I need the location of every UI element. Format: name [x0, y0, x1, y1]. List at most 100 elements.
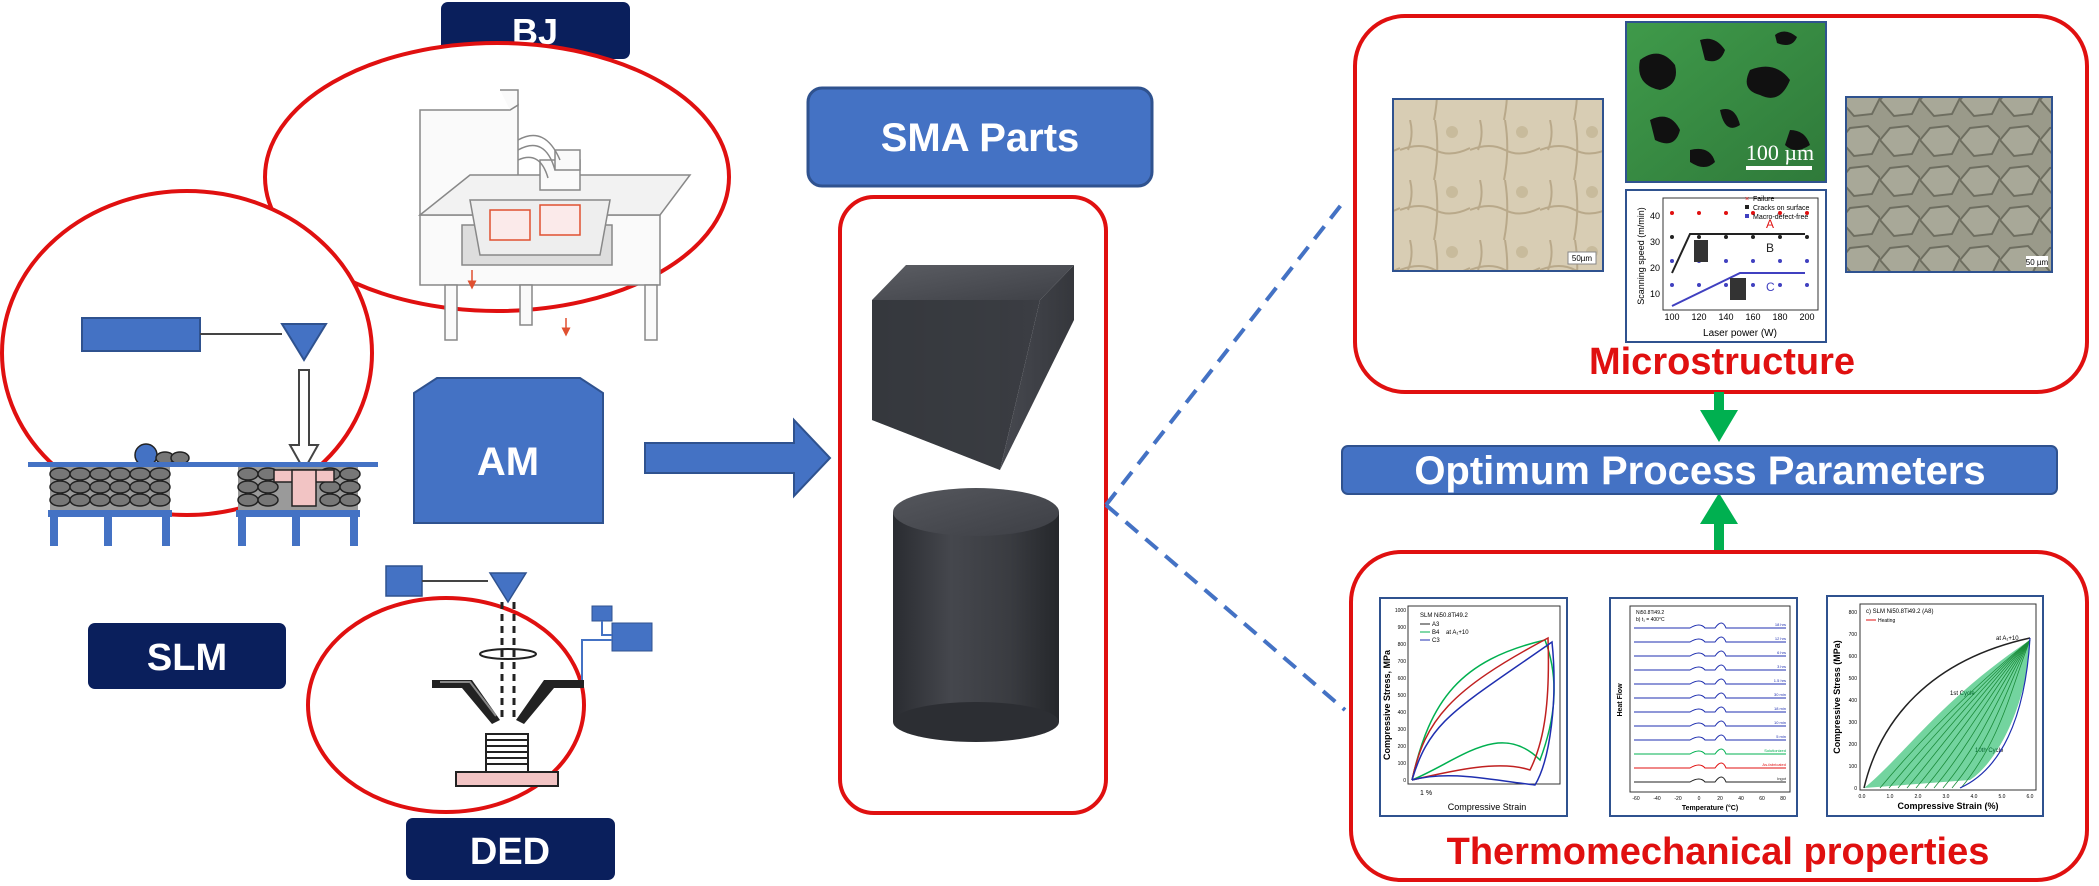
slm-powder-bed-left [49, 443, 190, 510]
svg-text:50 µm: 50 µm [2026, 258, 2049, 267]
process-map-point [1670, 211, 1674, 215]
plot3-ytick: 400 [1849, 698, 1858, 704]
connector-upper [1104, 198, 1347, 507]
plot1-ytick: 500 [1398, 693, 1407, 699]
am-label: AM [477, 440, 539, 484]
micrograph-green: 100 µm [1625, 21, 1827, 183]
dsc-curve-label: Solutionized [1764, 748, 1786, 753]
svg-text:Macro-defect-free: Macro-defect-free [1753, 214, 1808, 221]
slm-group: SLM [0, 189, 378, 689]
plot1-ytick: 600 [1398, 676, 1407, 682]
am-octagon [413, 377, 604, 524]
process-map-xtick: 180 [1772, 312, 1787, 322]
dsc-curve-label: As-fabricated [1762, 762, 1786, 767]
dsc-curve [1634, 692, 1786, 699]
plot3-xtick: 5.0 [1999, 794, 2006, 800]
thermo-plot-3: c) SLM Ni50.8Ti49.2 (A8) Heating at A₁+1… [1826, 595, 2044, 817]
process-map-point [1805, 283, 1809, 287]
svg-text:Ni50.8Ti49.2: Ni50.8Ti49.2 [1636, 610, 1664, 616]
dsc-curve [1634, 720, 1786, 727]
dsc-curve [1634, 678, 1786, 685]
plot1-ytick: 200 [1398, 744, 1407, 750]
svg-text:Compressive Strain: Compressive Strain [1448, 802, 1527, 812]
dsc-curve-label: 18 min [1774, 706, 1786, 711]
plot2-xtick: 0 [1698, 796, 1701, 802]
plot3-cycle-line [1897, 639, 2031, 789]
svg-text:Compressive Stress, MPa: Compressive Stress, MPa [1382, 649, 1392, 760]
process-map-xlabel: Laser power (W) [1703, 328, 1777, 339]
am-to-sma-arrow [644, 417, 832, 499]
dsc-curve-label: 1.5 hrs [1774, 678, 1786, 683]
plot1-ytick: 400 [1398, 710, 1407, 716]
svg-text:Heat Flow: Heat Flow [1617, 683, 1624, 717]
plot2-xtick: -40 [1653, 796, 1660, 802]
plot3-ytick: 200 [1849, 742, 1858, 748]
process-map-point [1778, 259, 1782, 263]
dsc-curve [1634, 622, 1786, 629]
plot3-ytick: 0 [1854, 786, 1857, 792]
dsc-curve [1634, 762, 1786, 769]
plot1-ytick: 0 [1403, 778, 1406, 784]
process-map-xtick: 100 [1664, 312, 1679, 322]
process-map-point [1670, 259, 1674, 263]
dsc-curve [1634, 706, 1786, 713]
process-map-chart: Scanning speed (m/min) Laser power (W) 1… [1625, 189, 1827, 343]
dsc-curve [1634, 650, 1786, 657]
am-group: AM [413, 377, 832, 524]
plot3-xtick: 3.0 [1943, 794, 1950, 800]
plot3-xtick: 2.0 [1915, 794, 1922, 800]
process-map-xtick: 120 [1691, 312, 1706, 322]
svg-text:SLM Ni50.8Ti49.2: SLM Ni50.8Ti49.2 [1420, 613, 1468, 619]
slm-powder-bed-right [237, 465, 361, 510]
plot3-cycle-line [1924, 639, 2031, 789]
svg-text:50µm: 50µm [1572, 254, 1593, 263]
thermo-plot-1: SLM Ni50.8Ti49.2 A3 B4 at A₁+10 C3 10009… [1379, 597, 1568, 817]
cube-part [872, 265, 1074, 470]
process-map-point [1751, 259, 1755, 263]
plot3-cycle-line [1960, 639, 2031, 789]
svg-text:Temperature (°C): Temperature (°C) [1682, 804, 1738, 812]
svg-text:b) t₁ = 400°C: b) t₁ = 400°C [1636, 617, 1665, 623]
slm-laser-box [81, 317, 201, 352]
plot3-first-cycle [1863, 637, 2031, 789]
thermo-label: Thermomechanical properties [1447, 831, 1990, 873]
sma-label-box [806, 86, 1154, 188]
svg-text:Cracks on surface: Cracks on surface [1753, 205, 1810, 212]
ded-group: DED [306, 565, 653, 880]
process-map-xtick: 140 [1718, 312, 1733, 322]
dsc-curve [1634, 664, 1786, 671]
plot3-ytick: 300 [1849, 720, 1858, 726]
svg-text:×: × [1745, 196, 1749, 203]
optimum-label: Optimum Process Parameters [1414, 449, 1985, 493]
plot1-ytick: 100 [1398, 761, 1407, 767]
bj-group: BJ [263, 2, 731, 341]
process-map-ylabel: Scanning speed (m/min) [1636, 207, 1646, 305]
process-map-point [1697, 283, 1701, 287]
plot3-loop-fill [1864, 640, 2030, 788]
ded-label: DED [470, 831, 550, 873]
plot3-ytick: 600 [1849, 654, 1858, 660]
process-map-point [1805, 259, 1809, 263]
process-map-point [1805, 235, 1809, 239]
slm-label: SLM [147, 637, 227, 679]
dsc-curve-label: 3 hrs [1777, 664, 1786, 669]
micro-100um-label: 100 µm [1746, 140, 1814, 165]
process-map-point [1778, 283, 1782, 287]
plot3-ytick: 100 [1849, 764, 1858, 770]
sma-group: SMA Parts [806, 86, 1154, 815]
process-map-xtick: 200 [1799, 312, 1814, 322]
dsc-curve [1634, 734, 1786, 741]
optimum-box [1341, 445, 2058, 495]
plot1-ytick: 700 [1398, 659, 1407, 665]
plot2-xtick: -60 [1632, 796, 1639, 802]
ded-label-box [406, 818, 615, 880]
svg-text:Failure: Failure [1753, 196, 1775, 203]
plot1-ytick: 1000 [1395, 608, 1406, 614]
process-map-point [1805, 211, 1809, 215]
dsc-curve-label: 30 min [1774, 692, 1786, 697]
plot3-cycle-line [1879, 639, 2031, 789]
plot3-cycle-line [1951, 639, 2031, 789]
green-arrow-up [1700, 493, 1738, 552]
plot1-ytick: 800 [1398, 642, 1407, 648]
svg-text:at A₁+10: at A₁+10 [1446, 630, 1469, 636]
